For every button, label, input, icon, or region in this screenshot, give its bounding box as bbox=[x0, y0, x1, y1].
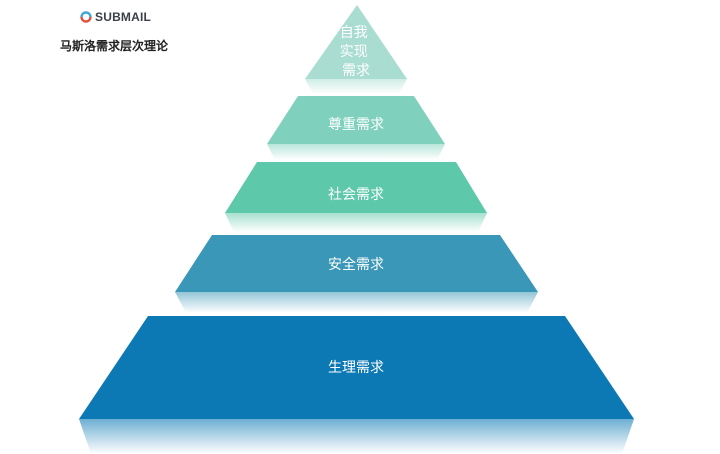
level-self-actualization-reflection bbox=[305, 79, 407, 94]
level-social-reflection bbox=[225, 213, 487, 232]
pyramid-level-physiological: 生理需求 bbox=[79, 316, 634, 454]
level-self-actualization-label: 自我 实现 需求 bbox=[340, 25, 372, 79]
label-line: 需求 bbox=[342, 63, 370, 79]
level-social-label: 社会需求 bbox=[328, 187, 384, 203]
brand-logo: SUBMAIL bbox=[80, 10, 151, 24]
level-esteem-label: 尊重需求 bbox=[328, 116, 384, 133]
level-physiological-shape bbox=[79, 316, 634, 419]
level-physiological-label: 生理需求 bbox=[328, 360, 384, 376]
level-self-actualization-shape bbox=[305, 5, 407, 79]
level-physiological-reflection bbox=[79, 419, 634, 454]
pyramid-level-self-actualization: 自我 实现 需求 bbox=[305, 5, 407, 94]
label-line: 自我 bbox=[340, 25, 368, 41]
pyramid-level-safety: 安全需求 bbox=[175, 235, 538, 313]
level-social-shape bbox=[225, 162, 487, 213]
brand-name: SUBMAIL bbox=[95, 10, 152, 24]
level-esteem-reflection bbox=[267, 144, 445, 160]
pyramid-level-esteem: 尊重需求 bbox=[267, 96, 445, 160]
level-esteem-shape bbox=[267, 96, 445, 144]
diagram-title: 马斯洛需求层次理论 bbox=[60, 39, 169, 53]
submail-logo-icon bbox=[80, 11, 92, 23]
level-safety-reflection bbox=[175, 292, 538, 313]
level-safety-label: 安全需求 bbox=[328, 256, 384, 273]
level-safety-shape bbox=[175, 235, 538, 292]
pyramid-level-social: 社会需求 bbox=[225, 162, 487, 232]
label-line: 实现 bbox=[340, 44, 368, 60]
